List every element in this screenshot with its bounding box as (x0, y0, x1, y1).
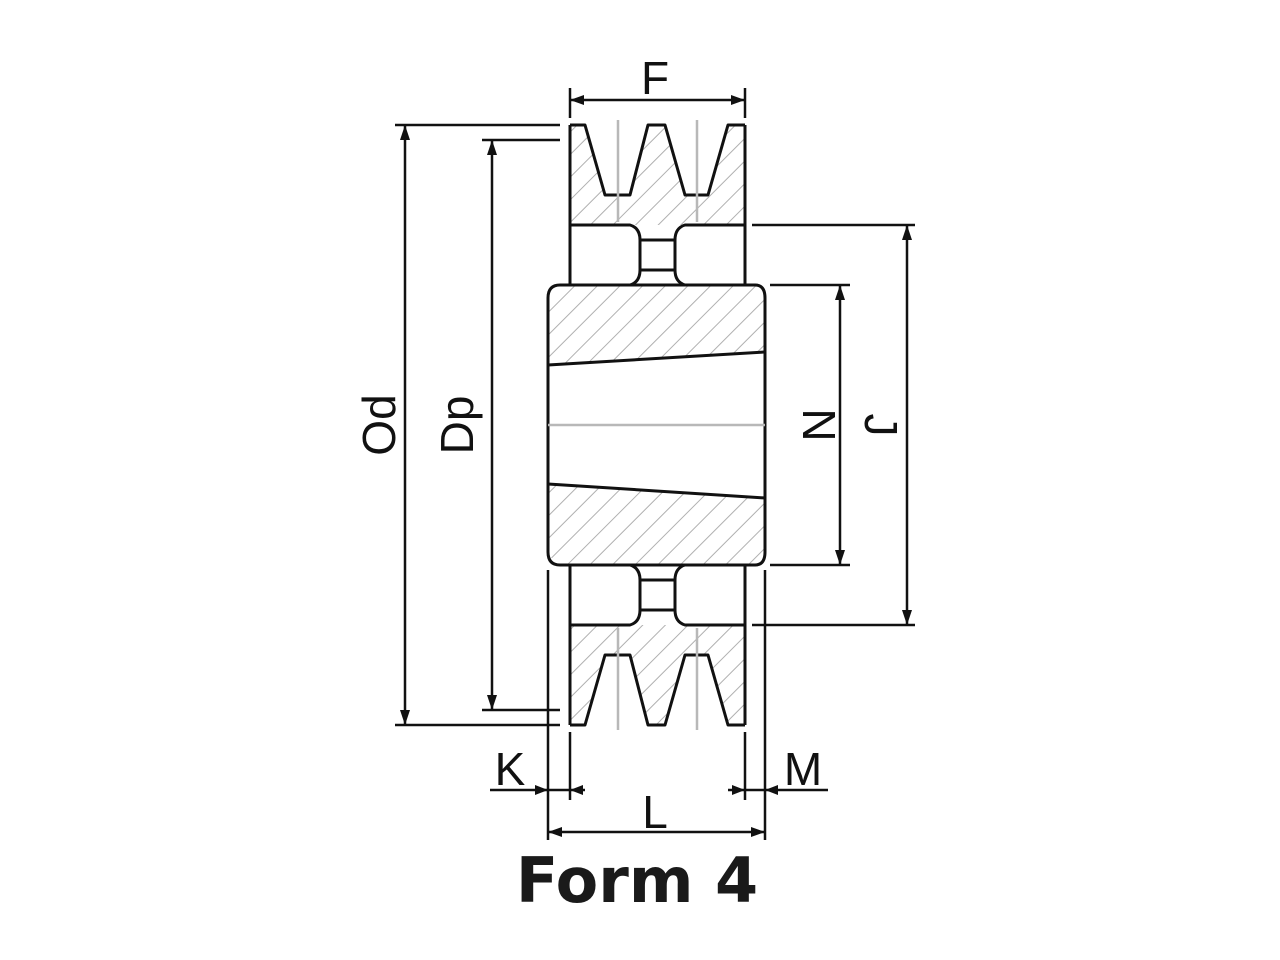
center-lines (548, 120, 765, 730)
label-k: K (495, 743, 526, 795)
label-od: Od (353, 394, 405, 455)
diagram-title: Form 4 (516, 844, 758, 917)
label-m: M (784, 743, 822, 795)
label-f: F (641, 52, 669, 104)
label-dp: Dp (431, 396, 483, 455)
label-l: L (642, 786, 668, 838)
pulley-outline (546, 123, 767, 727)
label-n: N (793, 408, 845, 441)
label-j: J (855, 414, 907, 437)
hatched-sections (548, 125, 765, 725)
dimension-lines (395, 88, 915, 840)
